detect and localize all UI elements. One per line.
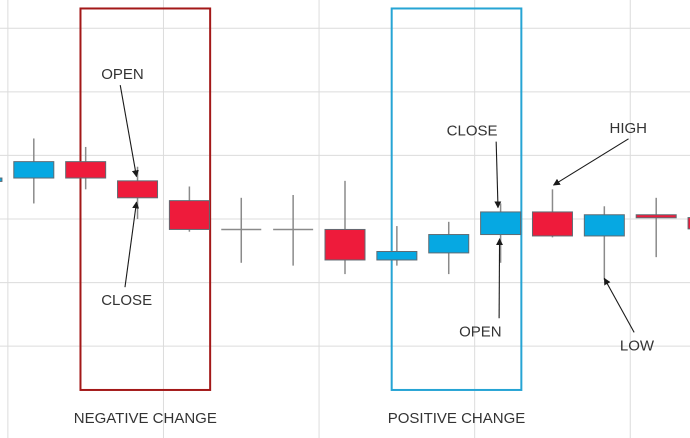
- candle: [117, 166, 159, 219]
- annotation-close: CLOSE: [447, 123, 498, 140]
- candle: [65, 146, 107, 190]
- candle-body-up: [583, 214, 625, 237]
- candle: [221, 197, 262, 263]
- candle: [273, 194, 314, 266]
- annotation-high: HIGH: [610, 120, 648, 137]
- candle-body-up: [480, 211, 522, 236]
- change-boxes: [79, 7, 523, 391]
- candle: [583, 206, 625, 280]
- negative-change-box: [79, 7, 212, 391]
- candles: [0, 138, 690, 280]
- candle-body-up: [13, 161, 55, 179]
- candle-body-up: [0, 177, 3, 182]
- candle-body-down: [324, 228, 366, 261]
- annotation-arrow: [603, 277, 635, 333]
- annotation-arrow: [552, 138, 629, 186]
- candle-body-down: [635, 214, 677, 219]
- annotation-close: CLOSE: [101, 292, 152, 309]
- annotation-arrow: [494, 141, 502, 209]
- candle-body-down: [168, 200, 210, 230]
- candle: [376, 226, 418, 266]
- candle-body-down: [65, 161, 107, 179]
- box-labels: NEGATIVE CHANGE POSITIVE CHANGE: [74, 410, 526, 427]
- annotations: OPEN CLOSE CLOSE OPEN HIGH LOW: [101, 66, 655, 354]
- annotation-low: LOW: [620, 337, 655, 354]
- candle-body-down: [117, 180, 159, 199]
- annotation-arrow: [119, 85, 139, 178]
- annotation-open: OPEN: [101, 66, 144, 83]
- candle: [531, 189, 573, 238]
- positive-change-label: POSITIVE CHANGE: [388, 410, 526, 427]
- candle: [324, 180, 366, 275]
- annotation-arrow: [124, 201, 140, 288]
- negative-change-label: NEGATIVE CHANGE: [74, 410, 217, 427]
- candle: [480, 203, 522, 263]
- candle: [0, 177, 3, 182]
- candle: [13, 138, 55, 204]
- candle: [635, 197, 677, 258]
- candle-body-down: [531, 211, 573, 237]
- candle-body-up: [428, 234, 470, 254]
- candle-body-up: [376, 250, 418, 261]
- candle-body-down: [687, 217, 690, 230]
- candle: [168, 186, 210, 232]
- positive-change-box: [390, 7, 523, 391]
- annotation-open: OPEN: [459, 323, 502, 340]
- candle: [428, 221, 470, 275]
- candle: [687, 217, 690, 230]
